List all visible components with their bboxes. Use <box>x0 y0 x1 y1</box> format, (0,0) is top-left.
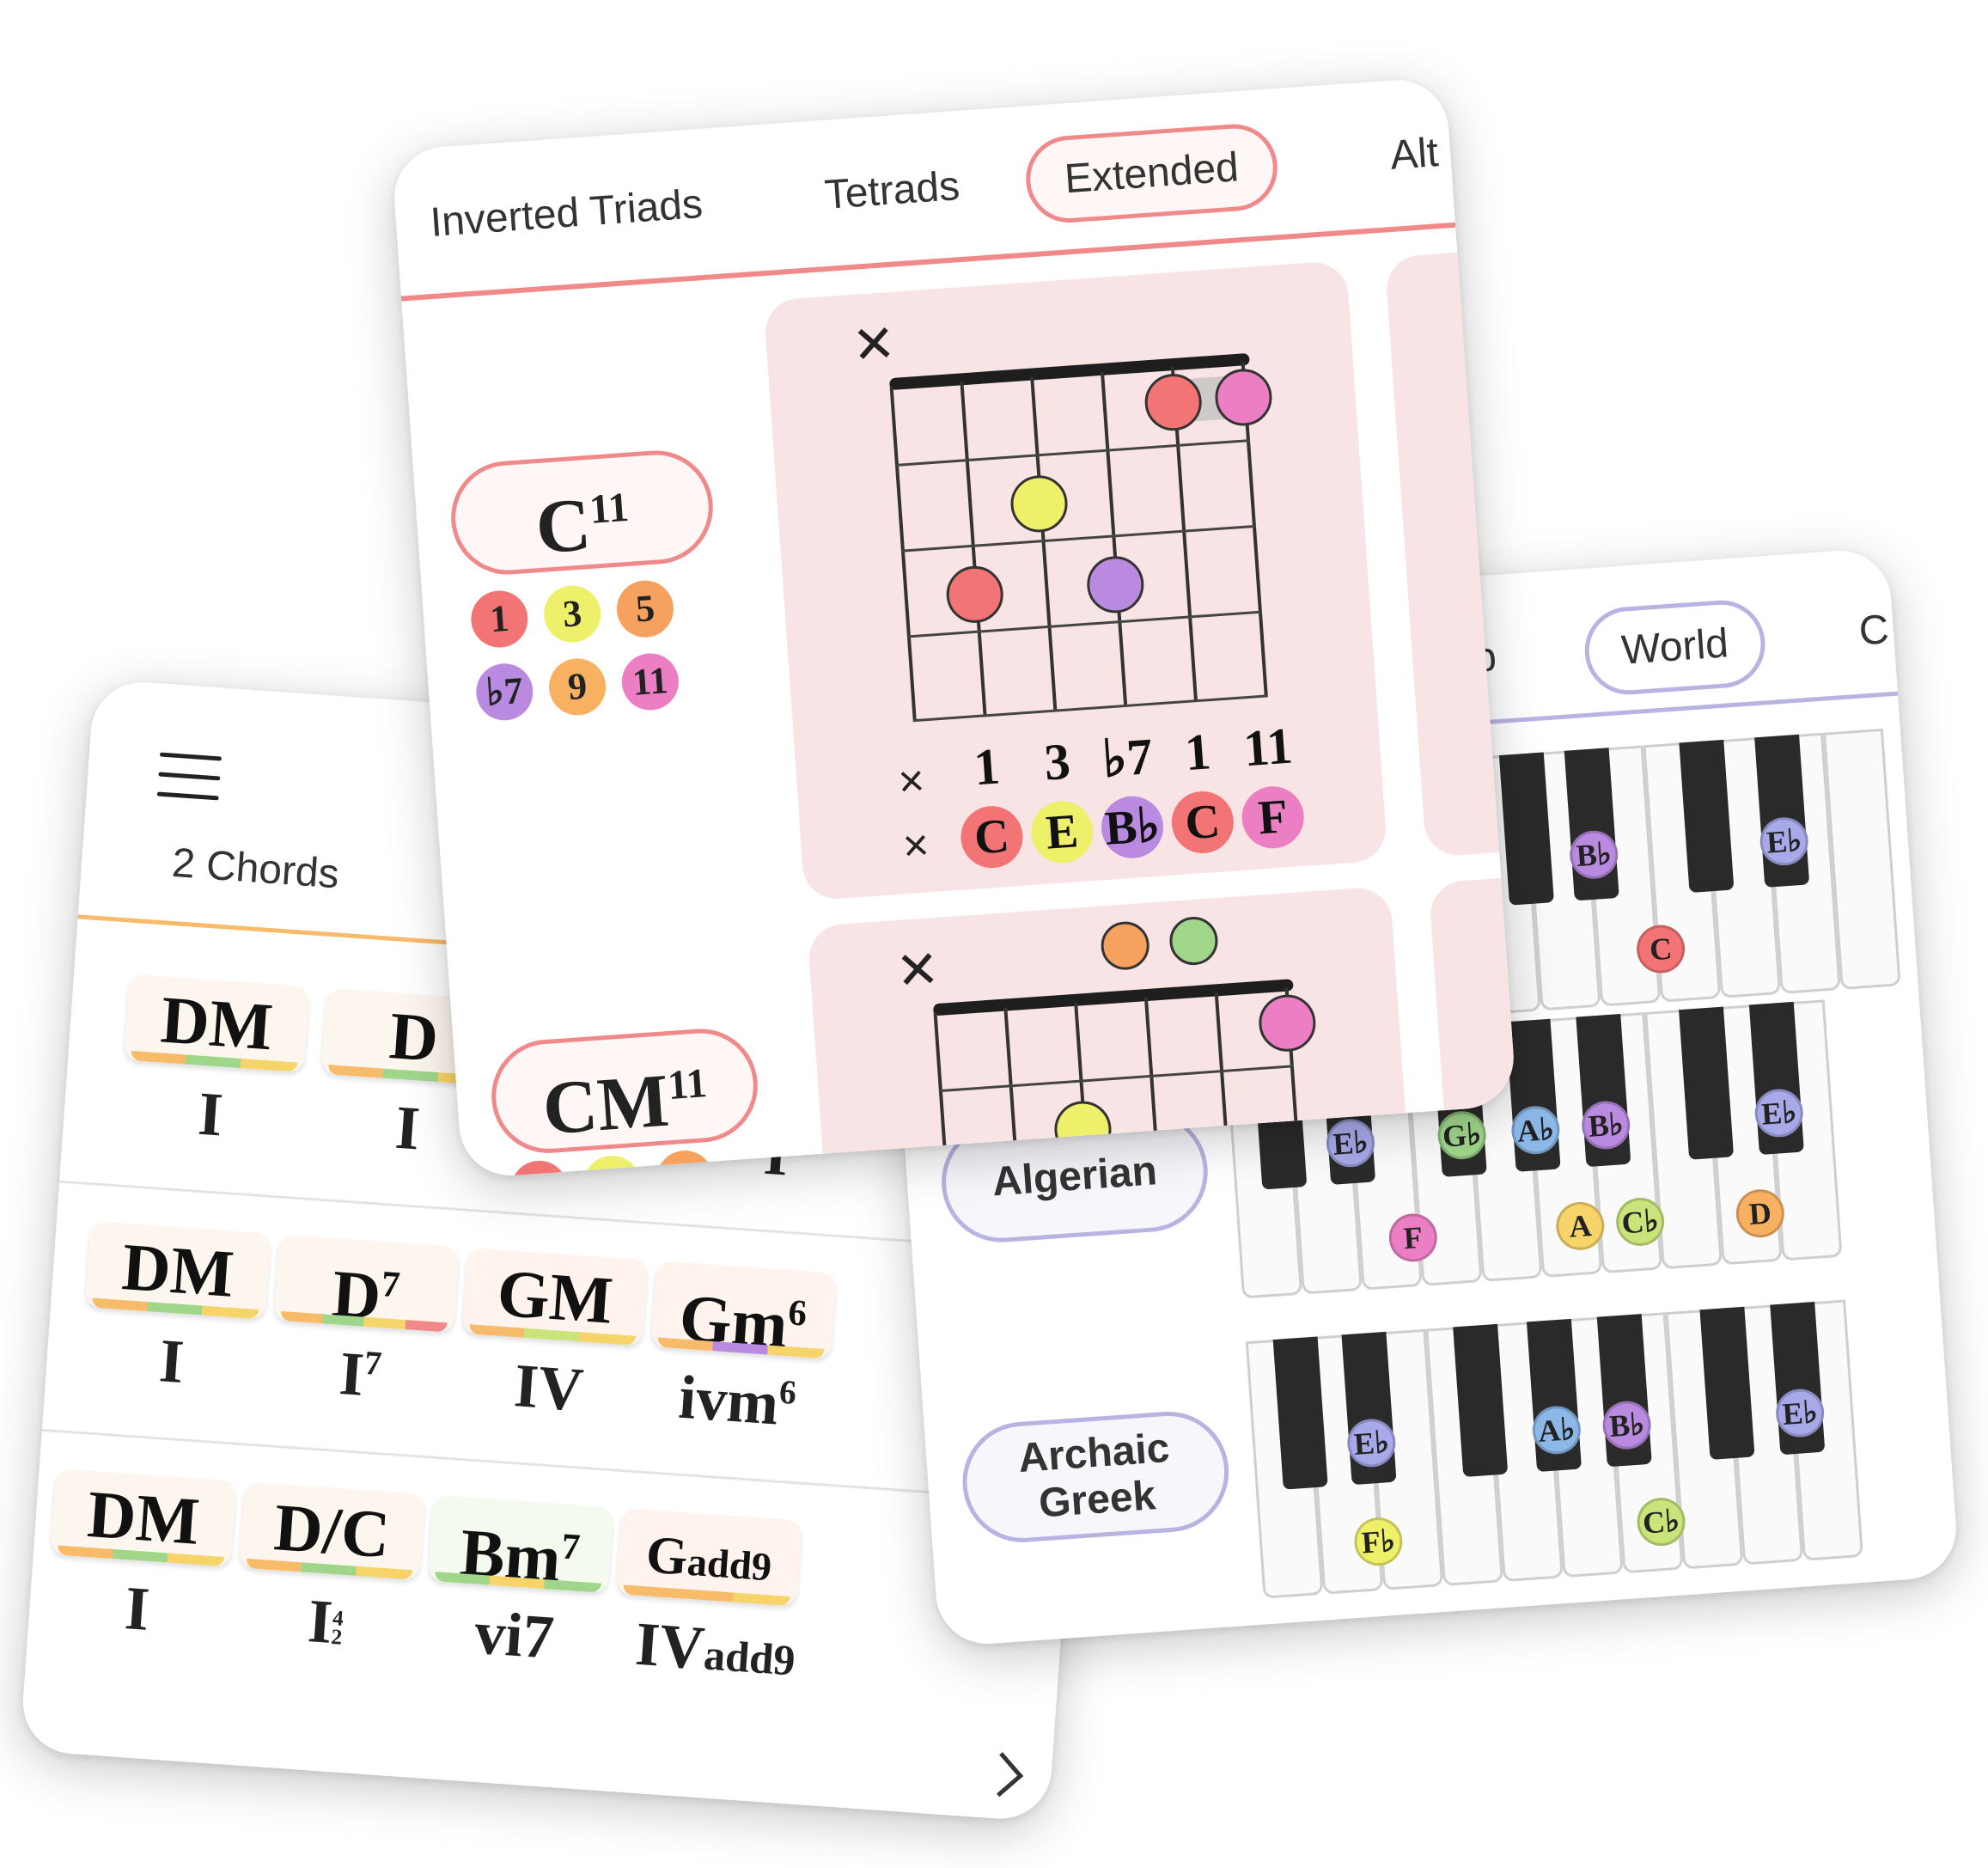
note-name: C <box>959 803 1025 870</box>
roman-sup: 7 <box>363 1343 383 1383</box>
degree-badge: 5 <box>614 578 676 639</box>
mute-icon: ✕ <box>850 314 898 375</box>
degree-badge: 3 <box>541 583 603 644</box>
degree-badge: 1 <box>469 589 530 650</box>
chip-sup: 6 <box>786 1292 808 1334</box>
chip-add: add9 <box>686 1540 773 1590</box>
chord-chip[interactable]: D/C <box>239 1481 425 1580</box>
string <box>960 382 987 717</box>
tab-inverted-triads[interactable]: Inverted Triads <box>429 180 704 246</box>
tab-tetrads[interactable]: Tetrads <box>823 162 961 218</box>
string <box>1101 371 1128 707</box>
scale-name-archaic-greek[interactable]: Archaic Greek <box>958 1407 1233 1547</box>
degree-badge: ♭7 <box>474 662 535 723</box>
chord-name-pill[interactable]: CM11 <box>487 1025 762 1157</box>
chord-chip[interactable]: DM <box>50 1468 237 1567</box>
finger-dot <box>944 564 1005 626</box>
tab-extended[interactable]: Extended <box>1022 121 1281 226</box>
degree-badge: 11 <box>619 651 681 712</box>
roman-numeral: I7 <box>337 1338 383 1409</box>
chord-root: C <box>533 483 594 571</box>
finger-degree: 1 <box>1182 723 1213 782</box>
finger-dot <box>1257 992 1318 1053</box>
chord-name-pill[interactable]: C11 <box>447 447 717 578</box>
chord-chip[interactable]: DM <box>84 1221 271 1320</box>
tab-next[interactable]: C <box>1857 607 1891 655</box>
chip-sup: 7 <box>380 1264 402 1306</box>
roman-numeral: I <box>122 1573 152 1644</box>
fret-line <box>900 524 1257 552</box>
finger-dot <box>1085 554 1146 615</box>
open-string-dot <box>1099 919 1151 972</box>
chord-diagram-card: Inverted Triads Tetrads Extended Alt C11… <box>391 76 1517 1180</box>
scale-name-label: Archaic Greek <box>1016 1425 1172 1527</box>
finger-degree: 1 <box>972 737 1002 797</box>
chord-chip[interactable]: Gm6 <box>650 1261 837 1362</box>
string <box>889 386 917 722</box>
chord-root: CM <box>540 1059 672 1151</box>
finger-degree: 3 <box>1042 732 1072 791</box>
piano-keyboard: E♭ A♭ B♭ E♭ F♭ C♭ <box>1245 1296 1924 1599</box>
fretboard-panel[interactable]: ✕ × 1 3 ♭7 1 11 × C E B♭ C F <box>763 259 1388 901</box>
fret-line <box>938 1065 1295 1093</box>
chip-sup: 7 <box>560 1526 582 1568</box>
chord-ext: 11 <box>588 484 631 533</box>
finger-dot <box>1009 473 1070 534</box>
roman-numeral: ivm6 <box>676 1362 798 1438</box>
chord-ext: 11 <box>666 1060 709 1109</box>
roman-sup: 6 <box>778 1372 798 1412</box>
piano-keyboard: B♭ E♭ C <box>1462 727 1927 1016</box>
fret-line <box>912 694 1268 723</box>
chord-count-tab[interactable]: 2 Chords <box>170 839 341 898</box>
roman-add: add9 <box>702 1630 797 1685</box>
tab-altered[interactable]: Alt <box>1388 130 1441 179</box>
fret-line <box>894 439 1251 467</box>
note-name: B♭ <box>1099 794 1166 861</box>
roman-numeral: IVadd9 <box>633 1609 797 1685</box>
finger-degree: 11 <box>1241 717 1295 778</box>
mute-icon: × <box>900 820 931 872</box>
chord-chip[interactable]: DM <box>124 974 310 1073</box>
string <box>1030 376 1058 711</box>
fretboard-nut <box>932 979 1294 1016</box>
note-name: F <box>1240 784 1307 851</box>
roman-numeral: I <box>157 1326 186 1397</box>
chord-chip[interactable]: GM <box>461 1247 649 1346</box>
degree-badge: 9 <box>546 656 608 717</box>
mute-icon: × <box>896 755 927 808</box>
note-name: E <box>1028 799 1095 865</box>
finger-degree: ♭7 <box>1101 727 1155 788</box>
menu-icon[interactable] <box>156 752 223 802</box>
chord-chip[interactable]: D7 <box>273 1234 460 1334</box>
note-name: C <box>1169 789 1236 856</box>
roman-numeral: vi7 <box>472 1597 557 1672</box>
open-string-dot <box>1168 915 1220 967</box>
mute-icon: ✕ <box>893 939 942 1001</box>
tab-world[interactable]: World <box>1582 597 1768 698</box>
chord-chip[interactable]: Gadd9 <box>616 1508 802 1607</box>
chevron-right-icon[interactable] <box>979 1752 1024 1798</box>
roman-numeral: I <box>196 1078 225 1150</box>
roman-numeral: IV <box>512 1351 586 1425</box>
chord-chip[interactable]: Bm7 <box>427 1494 614 1596</box>
